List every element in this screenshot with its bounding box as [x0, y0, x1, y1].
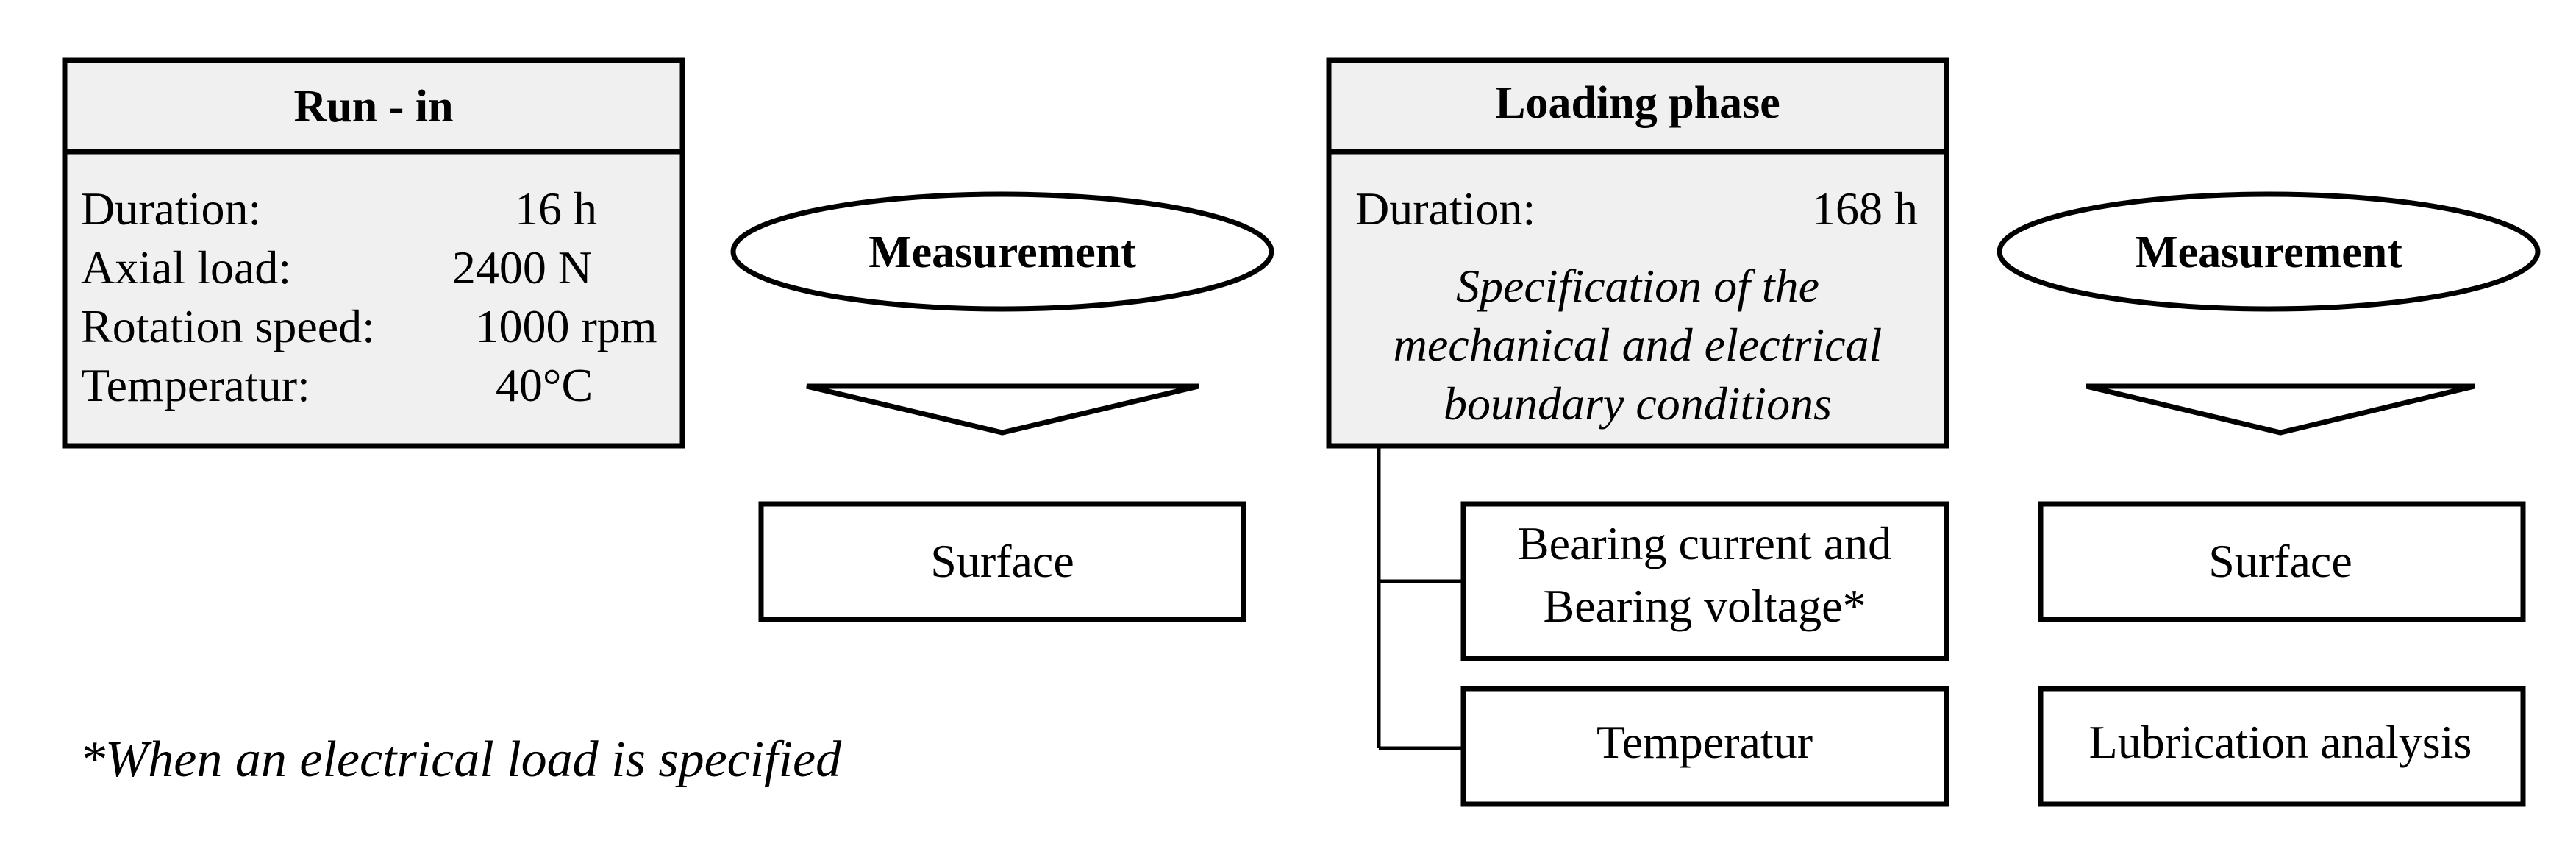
temperatur-box: [1460, 686, 1949, 807]
loading-phase-spec-line-2: mechanical and electrical: [1394, 319, 1883, 371]
measurement-2-label: Measurement: [2135, 227, 2402, 277]
loading-phase-connectors: [1377, 446, 1463, 750]
run-in-title: Run - in: [293, 82, 453, 132]
run-in-axial-load-value: 2400 N: [452, 241, 592, 294]
loading-phase-title: Loading phase: [1495, 78, 1780, 128]
run-in-axial-load-label: Axial load:: [81, 241, 291, 294]
run-in-duration-label: Duration:: [81, 182, 261, 235]
loading-phase-temperatur-box: Temperatur: [1460, 686, 1949, 807]
measurement-2-lubrication-box: [2038, 686, 2526, 807]
measurement-1-surface-box: [758, 501, 1246, 622]
loading-phase-spec-line-3: boundary conditions: [1444, 377, 1832, 430]
bearing-current-line-1: Bearing current and: [1518, 517, 1891, 569]
measurement-1: Measurement Surface: [730, 191, 1274, 622]
measurement-2-arrow-icon: [2086, 383, 2475, 436]
measurement-1-ellipse: [730, 191, 1274, 312]
bearing-voltage-line-2: Bearing voltage*: [1544, 580, 1866, 632]
measurement-1-surface-label: Surface: [930, 535, 1074, 587]
temperatur-label: Temperatur: [1596, 716, 1813, 768]
loading-phase-body: [1326, 149, 1949, 449]
measurement-2-surface-box: [2038, 501, 2526, 622]
measurement-2-surface-label: Surface: [2208, 535, 2352, 587]
run-in-body: [62, 149, 685, 449]
run-in-rotation-speed-value: 1000 rpm: [475, 300, 657, 352]
measurement-2-lubrication-label: Lubrication analysis: [2089, 716, 2472, 768]
loading-phase-duration-value: 168 h: [1812, 182, 1918, 235]
footnote: *When an electrical load is specified: [79, 731, 842, 788]
loading-phase-spec-line-1: Specification of the: [1456, 260, 1819, 312]
run-in-temperatur-value: 40°C: [496, 359, 593, 411]
measurement-2-ellipse: [1997, 191, 2541, 312]
bearing-current-voltage-box: [1460, 501, 1949, 661]
measurement-1-label: Measurement: [868, 227, 1136, 277]
loading-phase-duration-label: Duration:: [1355, 182, 1535, 235]
run-in-temperatur-label: Temperatur:: [81, 359, 310, 411]
measurement-2: Measurement Surface Lubrication analysis: [1997, 191, 2541, 807]
run-in-box: Run - in Duration: 16 h Axial load: 2400…: [62, 57, 685, 449]
measurement-1-arrow-icon: [806, 383, 1199, 436]
loading-phase-bearing-box: Bearing current and Bearing voltage*: [1460, 501, 1949, 661]
run-in-duration-value: 16 h: [515, 182, 597, 235]
loading-phase-box: Loading phase Duration: 168 h Specificat…: [1326, 57, 1949, 449]
run-in-rotation-speed-label: Rotation speed:: [81, 300, 375, 352]
run-in-header: [62, 57, 685, 155]
